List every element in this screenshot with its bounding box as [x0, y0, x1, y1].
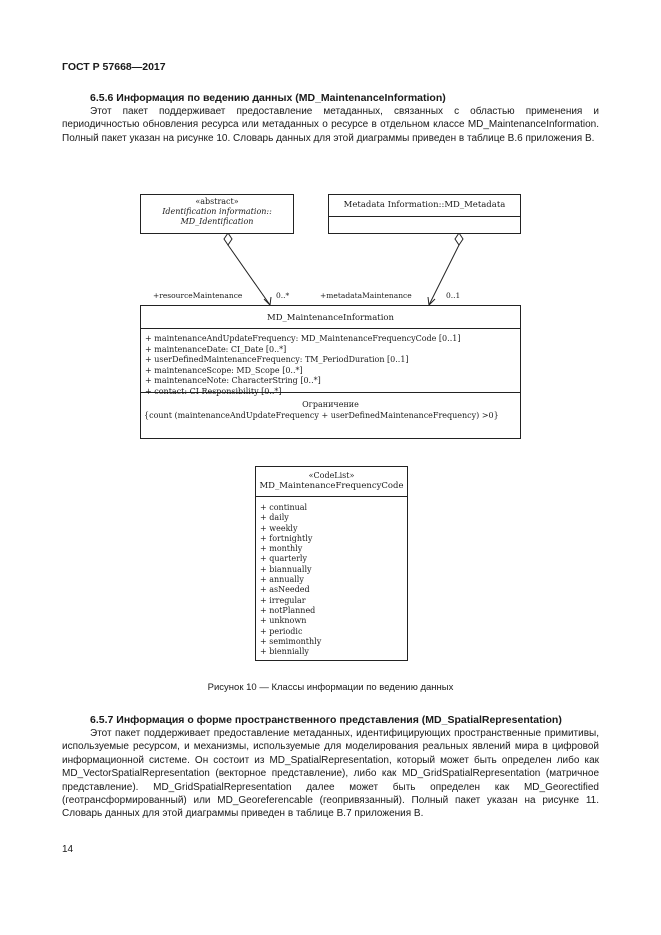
codelist-name: MD_MaintenanceFrequencyCode	[259, 481, 404, 491]
codelist-values: + continual + daily + weekly + fortnight…	[256, 497, 407, 660]
aggregation-diamond-left	[223, 232, 233, 246]
codelist-value: + weekly	[260, 523, 298, 533]
codelist-value: + fortnightly	[260, 533, 313, 543]
section-title-maintenance: 6.5.6 Информация по ведению данных (MD_M…	[90, 92, 446, 104]
role-metadata-maintenance: +metadataMaintenance	[320, 291, 412, 300]
uml-class-identification: «abstract» Identification information:: …	[140, 194, 294, 234]
association-line-left	[227, 244, 271, 306]
uml-codelist-maintenance-frequency: «CodeList» MD_MaintenanceFrequencyCode +…	[255, 466, 408, 661]
section-paragraph-spatial: Этот пакет поддерживает предоставление м…	[62, 728, 599, 820]
codelist-value: + unknown	[260, 616, 307, 626]
codelist-value: + biannually	[260, 564, 312, 574]
codelist-value: + biennially	[260, 647, 309, 657]
metadata-class-name: Metadata Information::MD_Metadata	[329, 195, 520, 217]
figure-caption: Рисунок 10 — Классы информации по ведени…	[207, 682, 454, 693]
codelist-value: + continual	[260, 503, 308, 512]
codelist-value: + irregular	[260, 595, 306, 605]
page-number: 14	[62, 844, 74, 855]
codelist-value: + notPlanned	[260, 605, 316, 615]
codelist-value: + monthly	[260, 544, 303, 554]
multiplicity-right: 0..1	[446, 291, 461, 300]
constraint-title: Ограничение	[302, 400, 359, 409]
identification-name-line1: Identification information::	[162, 207, 272, 216]
uml-class-maintenance-information: MD_MaintenanceInformation + maintenanceA…	[140, 305, 521, 439]
codelist-value: + annually	[260, 575, 304, 585]
constraint-text: {count (maintenanceAndUpdateFrequency + …	[144, 411, 499, 420]
maintenance-attributes: + maintenanceAndUpdateFrequency: MD_Main…	[141, 329, 520, 396]
stereotype-codelist: «CodeList»	[308, 471, 355, 480]
attribute-row: + maintenanceNote: CharacterString [0..*…	[145, 376, 321, 385]
attribute-row: + maintenanceAndUpdateFrequency: MD_Main…	[145, 334, 461, 343]
aggregation-diamond-right	[454, 232, 464, 246]
association-line-right	[428, 244, 460, 306]
codelist-header: «CodeList» MD_MaintenanceFrequencyCode	[256, 467, 407, 497]
uml-class-metadata: Metadata Information::MD_Metadata	[328, 194, 521, 234]
maintenance-class-name: MD_MaintenanceInformation	[141, 306, 520, 329]
codelist-value: + periodic	[260, 626, 303, 636]
codelist-value: + quarterly	[260, 554, 307, 564]
multiplicity-left: 0..*	[276, 291, 290, 300]
codelist-value: + asNeeded	[260, 585, 310, 595]
constraint-compartment: Ограничение {count (maintenanceAndUpdate…	[141, 393, 520, 421]
identification-name-line2: MD_Identification	[180, 217, 254, 226]
attribute-row: + contact: CI Responsibility [0..*]	[145, 386, 282, 396]
attribute-row: + maintenanceScope: MD_Scope [0..*]	[145, 365, 303, 375]
section-title-spatial: 6.5.7 Информация о форме пространственно…	[90, 714, 562, 726]
codelist-value: + daily	[260, 513, 289, 523]
role-resource-maintenance: +resourceMaintenance	[153, 291, 243, 300]
attribute-row: + maintenanceDate: CI_Date [0..*]	[145, 344, 287, 354]
attribute-row: + userDefinedMaintenanceFrequency: TM_Pe…	[145, 355, 409, 364]
stereotype-abstract: «abstract»	[195, 197, 239, 206]
document-header: ГОСТ Р 57668—2017	[62, 61, 166, 73]
codelist-value: + semimonthly	[260, 636, 322, 646]
section-paragraph-maintenance: Этот пакет поддерживает предоставление м…	[62, 106, 599, 144]
